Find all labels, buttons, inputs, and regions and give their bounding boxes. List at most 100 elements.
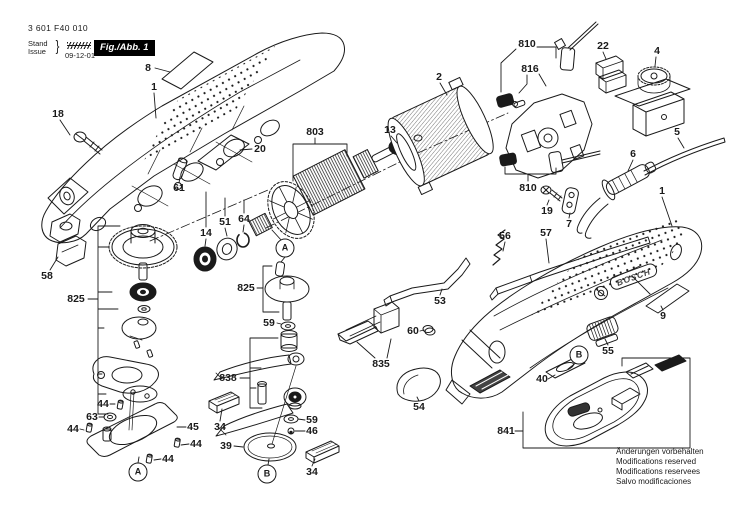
- callout-825: 825: [237, 281, 255, 294]
- callout-8: 8: [145, 61, 151, 74]
- callout-46: 46: [306, 424, 318, 437]
- callout-44: 44: [162, 452, 174, 465]
- callout-54: 54: [413, 400, 425, 413]
- sanding-disc-39: [243, 432, 297, 462]
- issue-label: Issue: [28, 47, 46, 56]
- callout-B: B: [257, 464, 277, 484]
- ring-51: [216, 237, 238, 261]
- issue-date: 09-12-01: [65, 51, 96, 60]
- bracket-lever-53: [383, 257, 471, 307]
- callout-51: 51: [219, 215, 231, 228]
- callout-45: 45: [187, 420, 199, 433]
- callout-A: A: [128, 462, 148, 482]
- callout-58: 58: [41, 269, 53, 282]
- clip-46: [287, 427, 295, 435]
- callout-6: 6: [630, 147, 636, 160]
- callout-55: 55: [602, 344, 614, 357]
- callout-64: 64: [238, 212, 250, 225]
- sticker-20: [197, 134, 250, 171]
- callout-22: 22: [597, 39, 609, 52]
- callout-13: 13: [384, 123, 396, 136]
- callout-59: 59: [263, 316, 275, 329]
- callout-1: 1: [151, 80, 157, 93]
- slider-knob-55: [586, 316, 619, 347]
- axis-line-gear: [149, 189, 269, 242]
- lever-57: [489, 236, 651, 301]
- screw-18: [73, 131, 103, 155]
- callout-44: 44: [97, 397, 109, 410]
- callout-57: 57: [540, 226, 552, 239]
- connector-22: [595, 55, 627, 94]
- callout-825: 825: [67, 292, 85, 305]
- callout-20: 20: [254, 142, 266, 155]
- lever-assembly-838: [213, 330, 307, 445]
- callout-B: B: [569, 345, 589, 365]
- callout-14: 14: [200, 226, 212, 239]
- brush-plate-assembly: [496, 21, 601, 179]
- callout-803: 803: [306, 125, 324, 138]
- sticker-8: [161, 51, 214, 90]
- callout-34: 34: [306, 465, 318, 478]
- cord-grip-6: [576, 161, 657, 239]
- callout-59: 59: [306, 413, 318, 426]
- screws-44: [85, 399, 181, 464]
- footer-line-fr: Modifications reservees: [616, 467, 701, 476]
- footer-line-en: Modifications reserved: [616, 457, 697, 466]
- brand-logo-icon: [594, 286, 608, 300]
- callout-5: 5: [674, 125, 680, 138]
- stator-2: [387, 76, 494, 196]
- callout-810: 810: [518, 37, 536, 50]
- speed-controller-4: [614, 66, 691, 137]
- clip-7: [561, 187, 579, 215]
- callout-39: 39: [220, 439, 232, 452]
- cover-plate-841: [544, 354, 687, 447]
- power-cord-5: [643, 137, 726, 176]
- callout-9: 9: [660, 309, 666, 322]
- bearing-14: [193, 246, 217, 272]
- clip-58: [49, 213, 87, 267]
- callout-60: 60: [407, 324, 419, 337]
- callout-63: 63: [86, 410, 98, 423]
- gear-assembly-825-left: [92, 224, 178, 403]
- stand-label: Stand: [28, 39, 48, 48]
- armature-803: [248, 141, 404, 239]
- snap-ring-64: [236, 232, 250, 248]
- callout-841: 841: [497, 424, 515, 437]
- callout-34: 34: [214, 420, 226, 433]
- pad-40: [545, 356, 586, 379]
- footer-notice: Änderungen vorbehalten Modifications res…: [616, 447, 704, 487]
- depth-stop-835: [337, 301, 400, 345]
- callout-838: 838: [219, 371, 237, 384]
- callout-40: 40: [536, 372, 548, 385]
- cam-assembly-825-mid: [264, 261, 310, 331]
- figure-label: Fig./Abb. 1: [94, 40, 155, 56]
- callout-1: 1: [659, 184, 665, 197]
- spring-56: [492, 229, 506, 266]
- crossed-out-date: [67, 42, 91, 49]
- callout-7: 7: [566, 217, 572, 230]
- pad-34-left: [208, 391, 240, 414]
- pin-61: [172, 157, 188, 181]
- callout-810: 810: [519, 181, 537, 194]
- callout-18: 18: [52, 107, 64, 120]
- cover-cap-54: [396, 367, 441, 402]
- stand-issue-label: Stand Issue: [28, 40, 48, 56]
- callout-835: 835: [372, 357, 390, 370]
- washer-59-lower: [283, 414, 299, 424]
- callout-56: 56: [499, 229, 511, 242]
- part-number: 3 601 F40 010: [28, 23, 89, 33]
- brace-glyph: }: [55, 38, 60, 55]
- pad-34-right: [305, 440, 340, 464]
- footer-line-es: Salvo modificaciones: [616, 477, 692, 486]
- callout-2: 2: [436, 70, 442, 83]
- callout-61: 61: [173, 181, 185, 194]
- callout-44: 44: [67, 422, 79, 435]
- sticker-9: [645, 283, 690, 314]
- screw-19: [540, 185, 563, 202]
- callout-53: 53: [434, 294, 446, 307]
- callout-A: A: [275, 238, 295, 258]
- base-plate-45: [86, 391, 178, 457]
- callout-19: 19: [541, 204, 553, 217]
